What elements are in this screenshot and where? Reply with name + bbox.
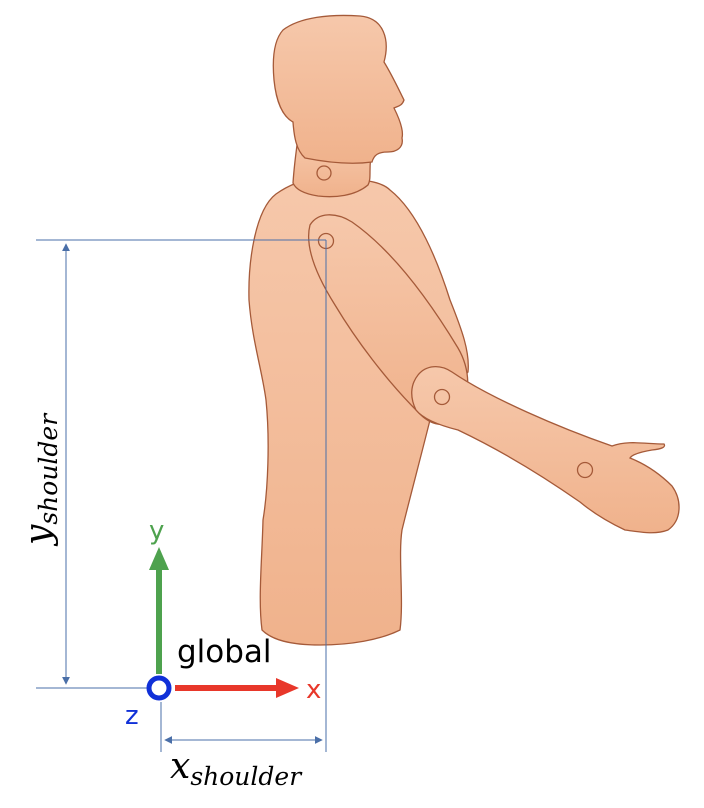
forearm [411,366,680,534]
global-frame: y x z global [125,516,321,731]
y-axis-arrowhead [149,547,169,570]
svg-text:xshoulder: xshoulder [170,746,303,791]
y-shoulder-sub: shoulder [34,412,63,525]
human-figure [248,14,680,646]
head [272,14,405,164]
z-axis-origin-icon [146,675,172,701]
dimension-lines [36,239,327,752]
joints [316,165,594,479]
y-axis-label: y [149,516,164,546]
x-axis-arrowhead [276,678,299,698]
x-axis-label: x [306,675,321,705]
z-axis-label: z [125,701,139,731]
frame-label: global [177,634,272,670]
elbow-joint [433,388,451,406]
x-shoulder-sub: shoulder [190,762,303,791]
x-shoulder-main: x [170,746,190,787]
y-shoulder-main: y [18,524,59,547]
y-shoulder-label: yshoulder [18,412,63,547]
neck-joint [316,165,332,181]
svg-text:yshoulder: yshoulder [18,412,63,547]
x-shoulder-label: xshoulder [170,746,303,791]
wrist-joint [576,461,594,479]
